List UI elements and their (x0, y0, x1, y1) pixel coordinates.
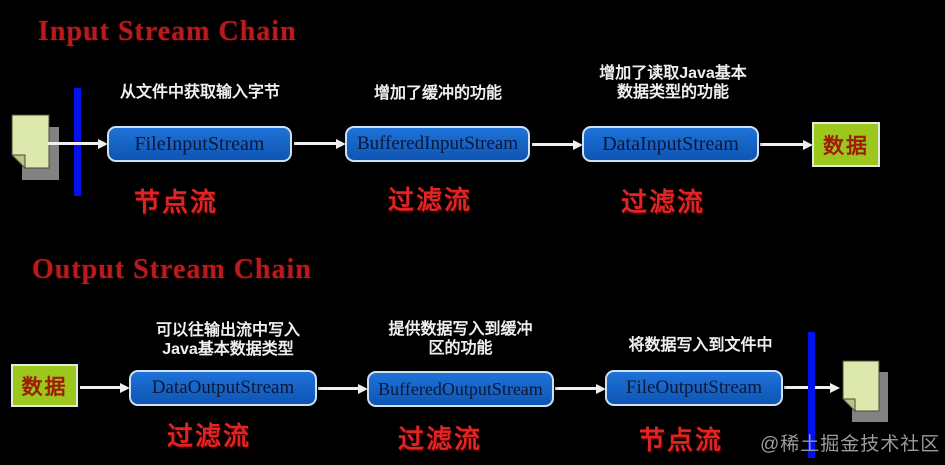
stream-type-label: 节点流 (133, 187, 218, 217)
output-chain-title: Output Stream Chain (32, 254, 312, 285)
stream-type-label: 过滤流 (387, 185, 472, 215)
desc-line: 将数据写入到文件中 (628, 337, 773, 354)
stream-node-bufferedoutputstream: BufferedOutputStream (367, 371, 554, 407)
stream-node-dataoutputstream: DataOutputStream (129, 370, 317, 406)
desc-line: 可以往输出流中写入 (155, 322, 300, 339)
stream-type-label: 节点流 (638, 425, 723, 455)
stream-node-fileoutputstream: FileOutputStream (605, 370, 783, 406)
node-description: 从文件中获取输入字节 (100, 83, 300, 102)
flow-arrow (80, 386, 120, 389)
desc-line: 增加了缓冲的功能 (373, 85, 502, 102)
data-box: 数据 (11, 364, 78, 407)
flow-arrow (318, 387, 358, 390)
desc-line: 区的功能 (428, 340, 493, 357)
stream-node-fileinputstream: FileInputStream (107, 126, 292, 162)
flow-arrow (760, 143, 803, 146)
stream-type-label: 过滤流 (397, 424, 482, 454)
stream-type-label: 过滤流 (620, 187, 705, 217)
desc-line: Java基本数据类型 (162, 341, 294, 358)
desc-line: 数据类型的功能 (616, 84, 729, 101)
file-document-icon (10, 114, 59, 180)
flow-arrow (532, 143, 573, 146)
stream-node-datainputstream: DataInputStream (582, 126, 759, 162)
node-description: 增加了缓冲的功能 (352, 84, 524, 103)
input-chain-title: Input Stream Chain (38, 16, 297, 47)
node-description: 可以往输出流中写入 Java基本数据类型 (133, 321, 323, 359)
flow-arrow (555, 387, 596, 390)
flow-arrow (48, 142, 98, 145)
flow-arrow (294, 142, 336, 145)
stream-node-bufferedinputstream: BufferedInputStream (345, 126, 530, 162)
desc-line: 从文件中获取输入字节 (119, 84, 280, 101)
data-box: 数据 (812, 122, 880, 167)
node-description: 将数据写入到文件中 (608, 336, 793, 355)
node-description: 增加了读取Java基本 数据类型的功能 (577, 64, 769, 102)
output-stream-boundary-bar (808, 332, 815, 458)
watermark: @稀土掘金技术社区 (760, 434, 941, 455)
desc-line: 提供数据写入到缓冲 (388, 321, 533, 338)
flow-arrow (784, 386, 830, 389)
desc-line: 增加了读取Java基本 (599, 65, 747, 82)
node-description: 提供数据写入到缓冲 区的功能 (368, 320, 553, 358)
stream-type-label: 过滤流 (166, 421, 251, 451)
file-document-icon (841, 360, 888, 422)
